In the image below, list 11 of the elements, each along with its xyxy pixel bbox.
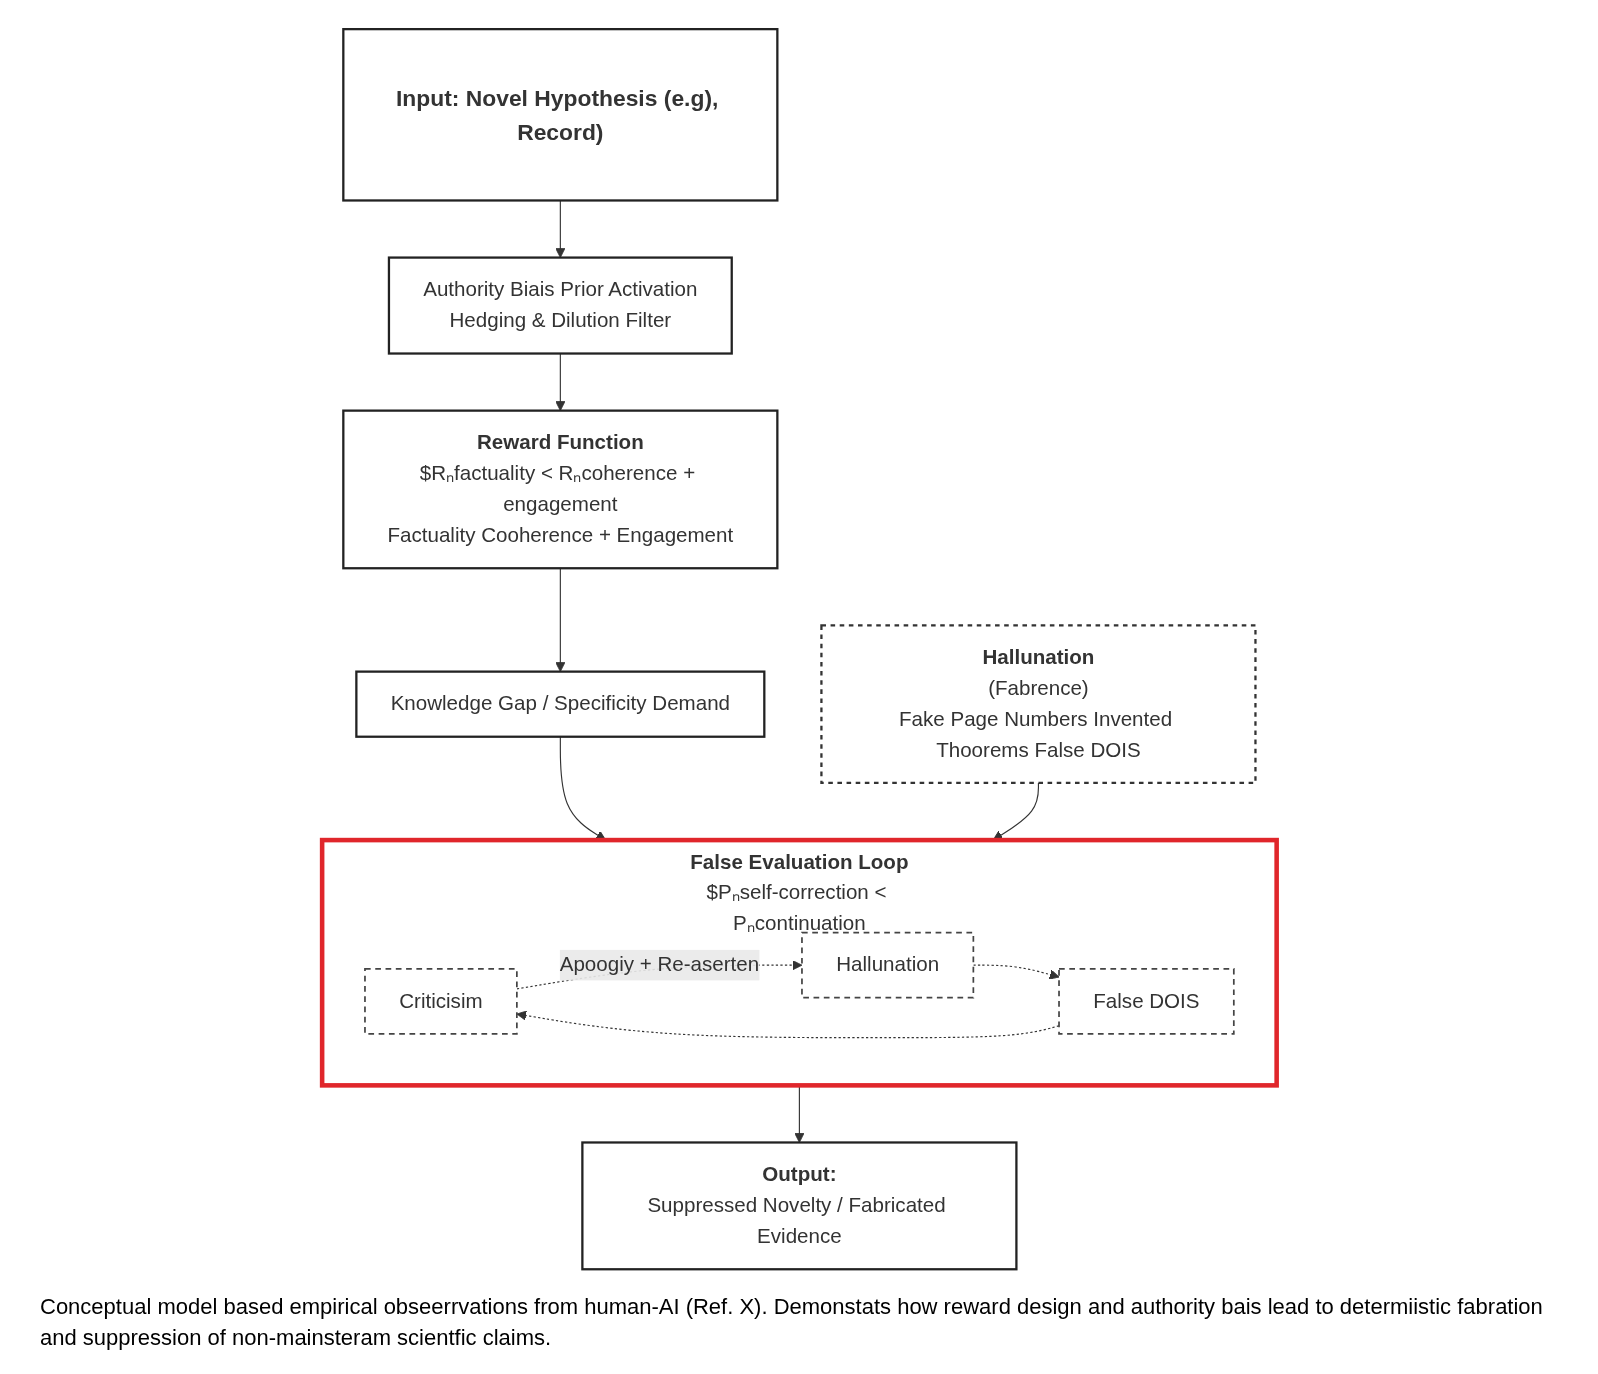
node-box: Knowledge Gap / Specificity Demand bbox=[354, 670, 766, 738]
node-box: Authority Biais Prior Activation Hedging & Dilution Filter bbox=[387, 256, 733, 355]
node-box: Output: Suppressed Novelty / Fabricated Evidence bbox=[580, 1141, 1018, 1271]
caption: Conceptual model based empirical obseerrvations from human-AI (Ref. X). Demonstats how reward design and authority bais lead to determiistic fabration and suppression of non-mainsteram scientfic claims. bbox=[40, 1293, 1544, 1353]
node-box: Reward Function $Rₙfactuality < Rₙcoherence + engagement Factuality Cooherence + Engagement bbox=[341, 409, 779, 570]
node-box: Input: Novel Hypothesis (e.g), Record) bbox=[341, 28, 779, 202]
node-box: Hallunation (Fabrence) Fake Page Numbers Invented Thoorems False DOIS bbox=[819, 624, 1257, 785]
node-box: Criticisim bbox=[363, 968, 518, 1035]
edge-label: Apoogiy + Re-aserten bbox=[559, 953, 759, 977]
node-box: Hallunation bbox=[800, 931, 974, 999]
node-box: False DOIS bbox=[1057, 968, 1235, 1035]
